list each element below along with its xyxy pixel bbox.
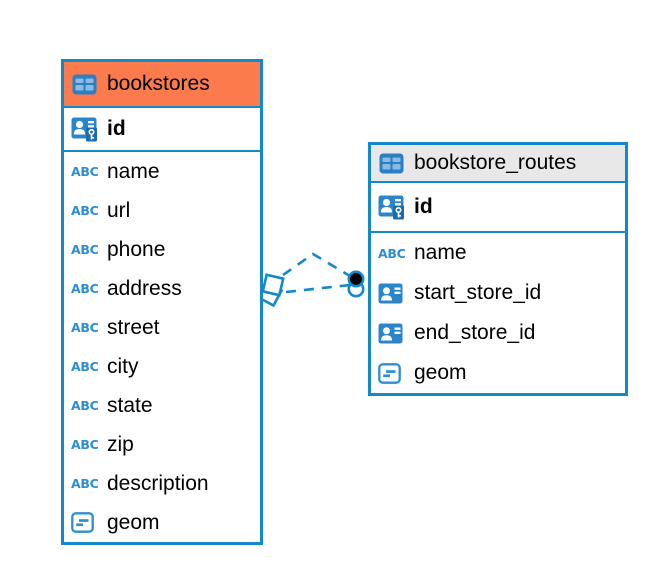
column-row-geom[interactable]: geom (371, 353, 625, 393)
column-row-city[interactable]: ABC city (64, 347, 260, 386)
text-type-icon: ABC (71, 164, 99, 179)
column-name-label: address (107, 276, 182, 300)
relationship-circle-markers (347, 270, 365, 298)
column-name-label: name (107, 159, 160, 183)
relationship-line-lower[interactable] (285, 283, 351, 294)
geometry-type-icon (378, 362, 414, 384)
primary-key-user-icon (71, 116, 107, 142)
column-row-description[interactable]: ABC description (64, 464, 260, 503)
column-name-label: state (107, 393, 153, 417)
text-type-icon: ABC (71, 398, 99, 413)
column-row-geom[interactable]: geom (64, 503, 260, 542)
text-type-icon: ABC (71, 203, 99, 218)
column-row-address[interactable]: ABC address (64, 269, 260, 308)
column-row-id[interactable]: id (371, 183, 625, 233)
column-row-zip[interactable]: ABC zip (64, 425, 260, 464)
column-name-label: id (414, 195, 433, 218)
column-name-label: url (107, 198, 131, 222)
column-row-name[interactable]: ABC name (371, 233, 625, 273)
user-reference-icon (378, 283, 414, 304)
text-type-icon: ABC (71, 359, 99, 374)
geometry-type-icon (71, 512, 107, 533)
text-type-icon: ABC (71, 437, 99, 452)
text-type-icon: ABC (378, 245, 406, 261)
text-type-icon: ABC (71, 320, 99, 335)
column-name-label: start_store_id (414, 281, 542, 304)
column-row-end-store-id[interactable]: end_store_id (371, 313, 625, 353)
table-icon (72, 74, 98, 95)
table-icon (379, 153, 405, 174)
column-name-label: end_store_id (414, 321, 536, 344)
column-name-label: geom (414, 361, 467, 384)
table-header-bookstore-routes[interactable]: bookstore_routes (371, 145, 625, 183)
table-bookstore-routes[interactable]: bookstore_routes id ABC name (368, 142, 628, 396)
column-row-id[interactable]: id (64, 108, 260, 152)
text-type-icon: ABC (71, 242, 99, 257)
column-row-street[interactable]: ABC street (64, 308, 260, 347)
column-name-label: geom (107, 510, 160, 534)
column-name-label: phone (107, 237, 166, 261)
text-type-icon: ABC (71, 281, 99, 296)
column-row-url[interactable]: ABC url (64, 191, 260, 230)
column-row-name[interactable]: ABC name (64, 152, 260, 191)
text-type-icon: ABC (71, 476, 99, 491)
column-row-phone[interactable]: ABC phone (64, 230, 260, 269)
column-name-label: id (107, 117, 126, 140)
column-name-label: name (414, 241, 467, 264)
table-title: bookstore_routes (414, 151, 577, 174)
column-row-start-store-id[interactable]: start_store_id (371, 273, 625, 313)
relationship-line-upper[interactable] (282, 252, 351, 278)
primary-key-user-icon (378, 194, 414, 220)
user-reference-icon (378, 323, 414, 344)
column-name-label: zip (107, 432, 134, 456)
column-row-state[interactable]: ABC state (64, 386, 260, 425)
column-name-label: city (107, 354, 139, 378)
column-name-label: description (107, 471, 209, 495)
column-name-label: street (107, 315, 160, 339)
table-bookstores[interactable]: bookstores id ABC name (61, 59, 263, 545)
table-header-bookstores[interactable]: bookstores (64, 62, 260, 108)
table-title: bookstores (107, 72, 210, 95)
